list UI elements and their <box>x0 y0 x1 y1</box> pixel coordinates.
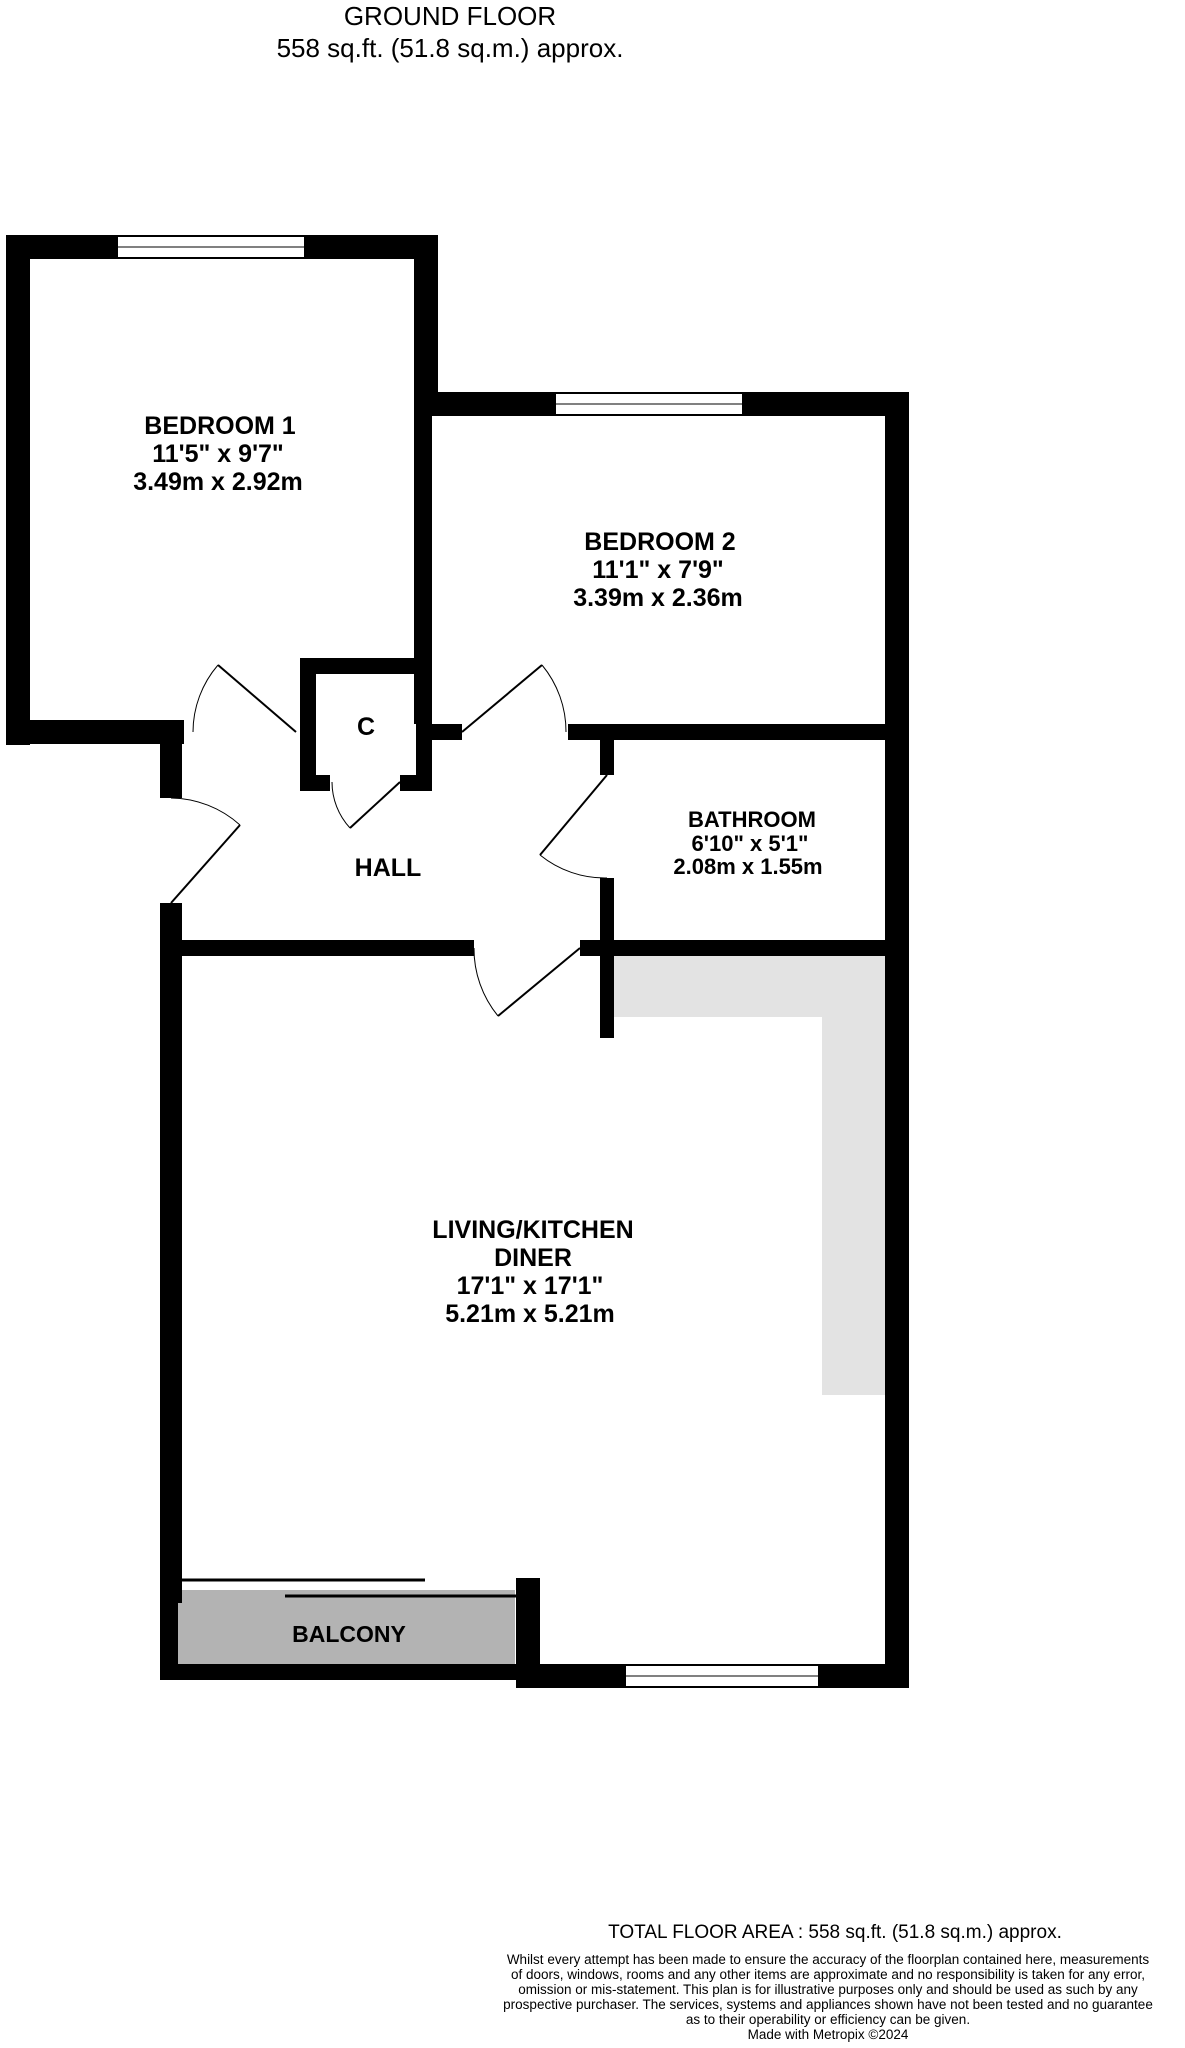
disclaimer-line: of doors, windows, rooms and any other i… <box>510 1967 1146 1982</box>
bathroom-imperial: 6'10" x 5'1" <box>692 831 809 856</box>
bathroom-metric: 2.08m x 1.55m <box>673 854 822 879</box>
made-with-credit: Made with Metropix ©2024 <box>747 2027 909 2042</box>
windows <box>118 235 818 1688</box>
door-entrance <box>170 797 241 904</box>
door-bedroom2 <box>461 664 567 733</box>
hall-label: HALL <box>355 854 422 882</box>
balcony-area <box>177 1590 515 1665</box>
living-metric: 5.21m x 5.21m <box>445 1300 615 1328</box>
bedroom1-name: BEDROOM 1 <box>144 412 296 440</box>
balcony-sliding-door <box>182 1578 516 1598</box>
bathroom-name: BATHROOM <box>688 807 816 832</box>
living-name-line1: LIVING/KITCHEN <box>432 1216 633 1244</box>
cupboard-label: C <box>357 713 375 741</box>
living-imperial: 17'1" x 17'1" <box>457 1272 604 1300</box>
disclaimer-line: omission or mis-statement. This plan is … <box>518 1982 1138 1997</box>
bedroom1-imperial: 11'5" x 9'7" <box>152 440 284 468</box>
room-label-bedroom2: BEDROOM 2 11'1" x 7'9" 3.39m x 2.36m <box>573 528 743 612</box>
living-name-line2: DINER <box>494 1244 572 1272</box>
kitchen-units <box>613 955 885 1395</box>
bedroom2-name: BEDROOM 2 <box>584 528 735 556</box>
doors <box>170 664 608 1017</box>
room-label-living: LIVING/KITCHEN DINER 17'1" x 17'1" 5.21m… <box>432 1216 633 1328</box>
room-label-bedroom1: BEDROOM 1 11'5" x 9'7" 3.49m x 2.92m <box>133 412 303 496</box>
room-label-bathroom: BATHROOM 6'10" x 5'1" 2.08m x 1.55m <box>673 807 822 879</box>
disclaimer: Whilst every attempt has been made to en… <box>478 1952 1178 2042</box>
door-bathroom <box>539 774 608 879</box>
disclaimer-line: prospective purchaser. The services, sys… <box>503 1997 1153 2012</box>
disclaimer-line: as to their operability or efficiency ca… <box>685 2012 971 2027</box>
bedroom2-metric: 3.39m x 2.36m <box>573 584 743 612</box>
window-bedroom2 <box>556 392 742 416</box>
floor-plan: BEDROOM 1 11'5" x 9'7" 3.49m x 2.92m BED… <box>6 235 909 1688</box>
window-living <box>626 1664 818 1688</box>
balcony-label: BALCONY <box>292 1621 406 1647</box>
total-floor-area: TOTAL FLOOR AREA : 558 sq.ft. (51.8 sq.m… <box>608 1922 1062 1943</box>
door-living <box>473 947 581 1017</box>
bedroom2-imperial: 11'1" x 7'9" <box>592 556 724 584</box>
door-cupboard <box>331 781 401 829</box>
bedroom1-metric: 3.49m x 2.92m <box>133 468 303 496</box>
door-bedroom1 <box>192 664 297 733</box>
floor-area: 558 sq.ft. (51.8 sq.m.) approx. <box>276 33 624 63</box>
floor-name: GROUND FLOOR <box>343 1 557 31</box>
disclaimer-line: Whilst every attempt has been made to en… <box>506 1952 1150 1967</box>
floor-header: GROUND FLOOR 558 sq.ft. (51.8 sq.m.) app… <box>250 0 650 64</box>
window-bedroom1 <box>118 235 304 259</box>
